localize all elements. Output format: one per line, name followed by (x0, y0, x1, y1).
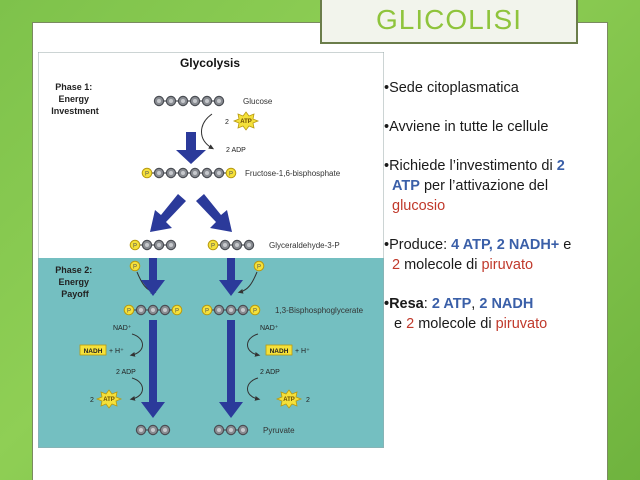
phase1-label-line3: Investment (51, 106, 99, 116)
svg-text:P: P (133, 265, 137, 271)
arrow-split-right (196, 194, 232, 232)
arrow-glucose-to-fbp (176, 132, 206, 164)
svg-text:P: P (133, 244, 137, 250)
bpg-label: 1,3-Bisphosphoglycerate (275, 306, 364, 315)
svg-text:P: P (145, 172, 149, 178)
svg-text:ATP: ATP (103, 397, 115, 403)
svg-text:ATP: ATP (240, 119, 252, 125)
title-box: GLICOLISI (320, 0, 578, 44)
nadh-box-left: NADH (79, 344, 107, 356)
arrow-bpg-to-pyruvate-right (219, 320, 243, 418)
arrow-g3p-to-bpg-left (141, 258, 165, 296)
g3p-label: Glyceraldehyde-3-P (269, 241, 340, 250)
bullet-occurrence: •Avviene in tutte le cellule (384, 119, 549, 135)
svg-text:P: P (257, 265, 261, 271)
arrow-bpg-to-pyruvate-left (141, 320, 165, 418)
diagram-heading: Glycolysis (180, 56, 240, 70)
bullet-location: •Sede citoplasmatica (384, 80, 519, 96)
h-plus-left: + H⁺ (109, 348, 124, 355)
pyruvate-molecule-left (135, 424, 171, 436)
bullet-investment: •Richiede l’investimento di 2 ATP per l’… (384, 158, 565, 214)
svg-text:P: P (253, 309, 257, 315)
svg-text:ATP: ATP (283, 397, 295, 403)
bullet-yield: •Resa: 2 ATP, 2 NADH e 2 molecole di pir… (384, 296, 548, 332)
fbp-label: Fructose-1,6-bisphosphate (245, 169, 341, 178)
bpg-molecule-left: P P (123, 304, 183, 316)
bullet-list: •Sede citoplasmatica •Avviene in tutte l… (384, 78, 624, 353)
phase1-label-line2: Energy (58, 94, 89, 104)
adp-label-right: 2 ADP (260, 369, 280, 376)
fbp-molecule: P P (141, 167, 237, 179)
pyruvate-label: Pyruvate (263, 426, 295, 435)
h-plus-right: + H⁺ (295, 348, 310, 355)
atp-star-right: ATP (275, 389, 303, 409)
g3p-molecule-left: P (129, 239, 177, 251)
svg-text:P: P (211, 244, 215, 250)
atp-count-phase1: 2 (225, 119, 229, 126)
bpg-molecule-right: P P (201, 304, 261, 316)
g3p-molecule-right: P (207, 239, 255, 251)
phase2-label-line3: Payoff (61, 289, 90, 299)
nadh-box-right: NADH (265, 344, 293, 356)
pyruvate-molecule-right (213, 424, 249, 436)
phosphate-in-right: P (237, 260, 265, 294)
phase2-label-line2: Energy (58, 277, 89, 287)
svg-text:P: P (205, 309, 209, 315)
svg-text:NADH: NADH (84, 348, 103, 355)
nad-label-left: NAD⁺ (113, 325, 132, 332)
svg-text:NADH: NADH (270, 348, 289, 355)
phase1-background (38, 52, 384, 258)
atp-star-left: ATP (95, 389, 123, 409)
nad-label-right: NAD⁺ (260, 325, 279, 332)
atp-count-left: 2 (90, 397, 94, 404)
glycolysis-diagram: Glycolysis Phase 1: Energy Investment Ph… (38, 52, 384, 448)
phase2-label-line1: Phase 2: (55, 265, 92, 275)
svg-text:Phase 2: Energy Payoff: Phase 2: Energy Payoff (55, 265, 95, 299)
atp-count-right: 2 (306, 397, 310, 404)
adp-label-left: 2 ADP (116, 369, 136, 376)
bullet-produces: •Produce: 4 ATP, 2 NADH+ e 2 molecole di… (384, 237, 572, 273)
svg-text:P: P (127, 309, 131, 315)
atp-star-phase1: ATP (232, 111, 260, 131)
slide-title: GLICOLISI (376, 4, 522, 35)
glucose-label: Glucose (243, 97, 273, 106)
arrow-split-left (150, 194, 186, 232)
phase1-label-line1: Phase 1: (55, 82, 92, 92)
arrow-g3p-to-bpg-right (219, 258, 243, 296)
adp-label-phase1: 2 ADP (226, 147, 246, 154)
svg-text:P: P (175, 309, 179, 315)
svg-text:Phase 1: Energy Invest: Phase 1: Energy Investment (51, 82, 99, 116)
svg-text:P: P (229, 172, 233, 178)
glucose-molecule (153, 95, 225, 107)
